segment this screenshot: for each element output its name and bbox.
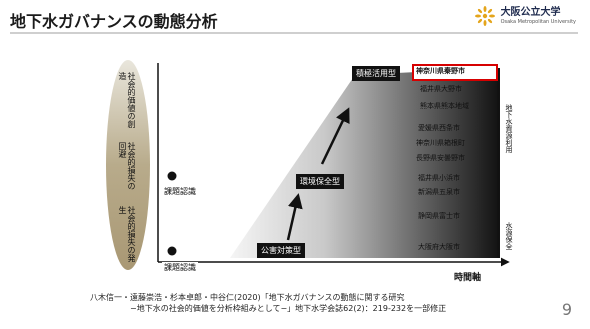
logo-english-text: Osaka Metropolitan University — [500, 18, 576, 25]
city-kumamoto: 熊本県熊本地域 — [420, 102, 469, 110]
city-azumino: 長野県安曇野市 — [416, 154, 465, 162]
citation-line-1: 八木信一・遠藤崇浩・杉本卓郎・中谷仁(2020)「地下水ガバナンスの動態に関する… — [90, 293, 405, 302]
slide-title: 地下水ガバナンスの動態分析 — [10, 12, 218, 31]
arrow-pollution-to-environment — [286, 193, 303, 241]
citation-line-2: −地下水の社会的価値を分析枠組みとして−」地下水学会誌62(2)：219-232… — [130, 304, 447, 313]
label-groundwater-resource-use: 地下水資源利用 — [505, 104, 513, 153]
city-gosen: 新潟県五泉市 — [418, 188, 460, 196]
lower-marker-label: 課題認識 — [162, 262, 198, 273]
label-water-source-conservation: 水源保全 — [505, 222, 513, 250]
title-underline — [10, 32, 578, 34]
city-ono: 福井県大野市 — [420, 85, 462, 93]
stage-environmental-conservation: 環境保全型 — [296, 174, 344, 189]
upper-marker-label: 課題認識 — [162, 186, 198, 197]
city-hadano: 神奈川県秦野市 — [416, 67, 465, 75]
city-obama: 福井県小浜市 — [418, 174, 460, 182]
upper-marker-dot — [167, 171, 177, 181]
university-logo: 大阪公立大学 Osaka Metropolitan University — [474, 6, 576, 26]
arrow-environment-to-active — [320, 107, 350, 165]
logo-japanese-text: 大阪公立大学 — [500, 6, 561, 18]
citation: 八木信一・遠藤崇浩・杉本卓郎・中谷仁(2020)「地下水ガバナンスの動態に関する… — [90, 292, 446, 314]
label-value-creation: 社会的価値の創造 — [118, 72, 136, 128]
logo-emblem-icon — [474, 6, 495, 26]
city-saijo: 愛媛県西条市 — [418, 124, 460, 132]
city-fuji: 静岡県富士市 — [418, 212, 460, 220]
page-number: 9 — [561, 300, 572, 319]
governance-trapezoid — [230, 68, 500, 258]
stage-pollution-control: 公害対策型 — [257, 243, 305, 258]
highlight-box — [412, 64, 498, 81]
city-hakone: 神奈川県箱根町 — [416, 139, 465, 147]
label-loss-occurrence: 社会的損失の発生 — [118, 206, 136, 262]
stage-active-utilization: 積極活用型 — [352, 66, 400, 81]
city-osaka: 大阪府大阪市 — [418, 243, 460, 251]
label-loss-avoidance: 社会的損失の回避 — [118, 142, 136, 190]
lower-marker-dot — [167, 246, 177, 256]
social-value-oval — [106, 60, 150, 270]
time-axis-label: 時間軸 — [454, 273, 482, 283]
